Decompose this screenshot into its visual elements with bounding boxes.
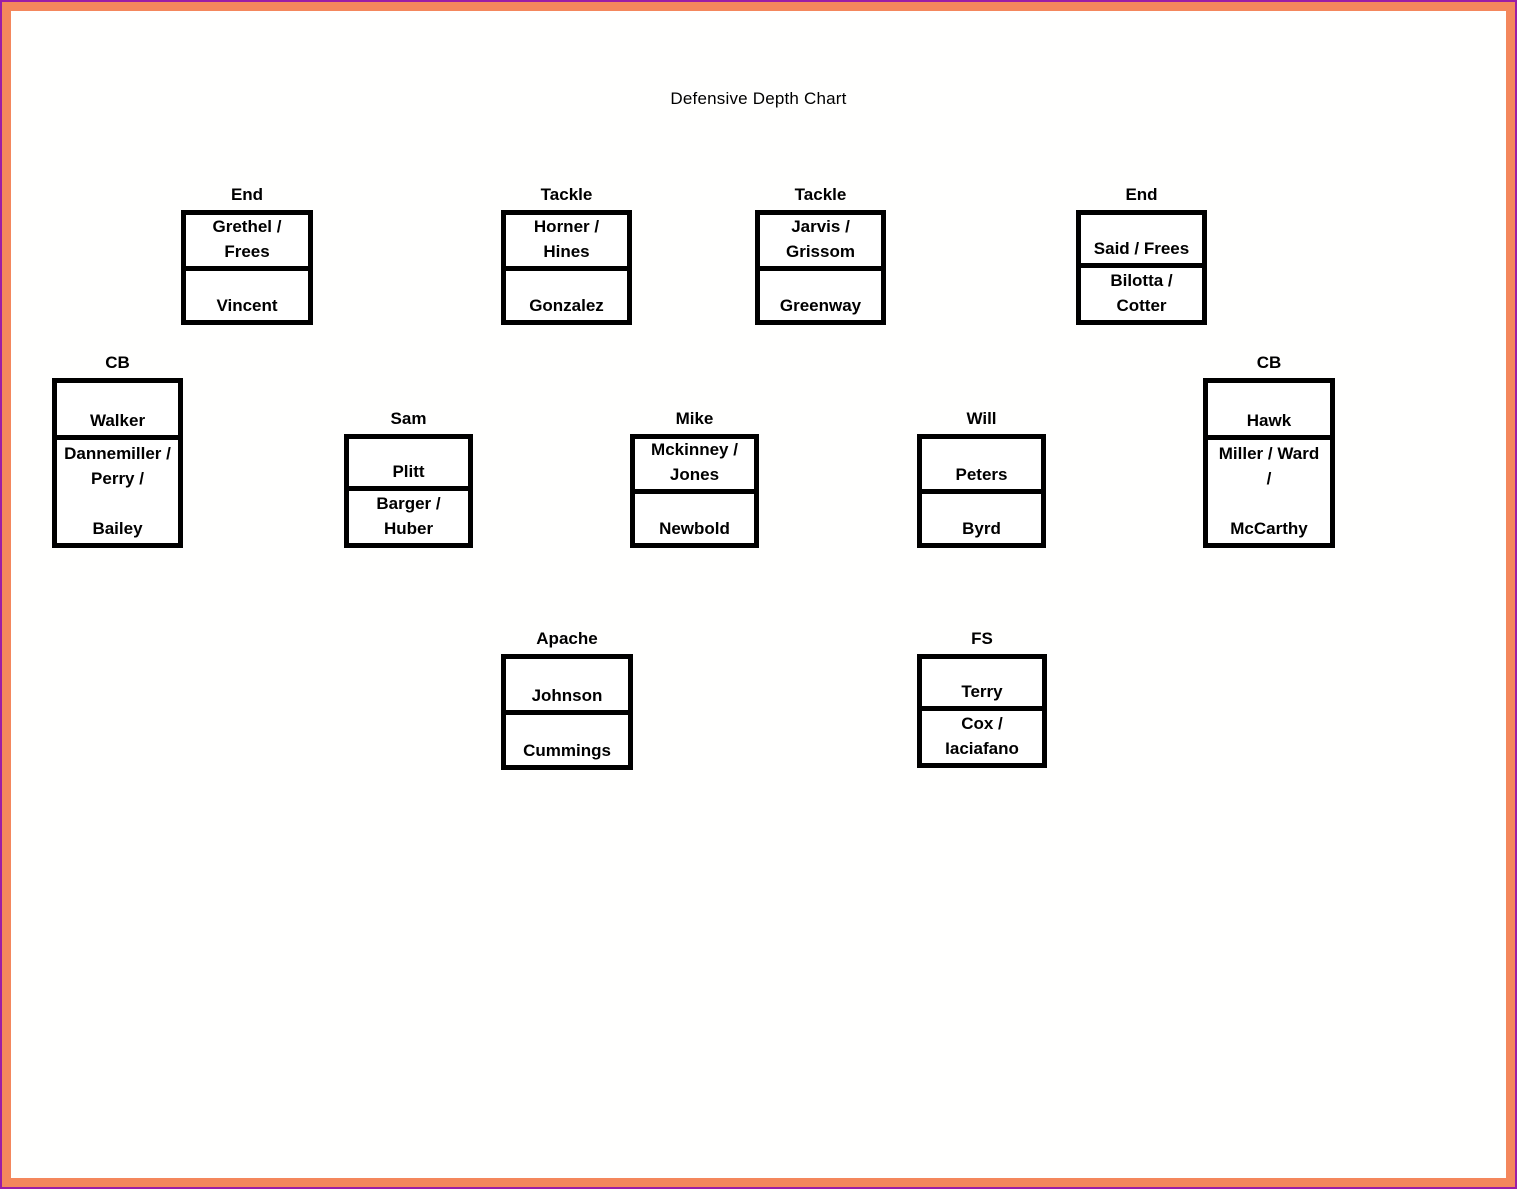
starter-cell: Johnson	[506, 659, 628, 715]
player-name-line: Bilotta /	[1110, 271, 1173, 290]
player-name-line: Terry	[961, 682, 1003, 701]
player-name-line: Barger /	[376, 494, 441, 513]
position-label: Tackle	[794, 185, 847, 204]
player-name-line	[115, 491, 120, 516]
player-name-line: Frees	[224, 242, 270, 261]
position-label: End	[1125, 185, 1158, 204]
position-label: FS	[971, 629, 993, 648]
player-name-line: Peters	[955, 465, 1008, 484]
player-name-line: Said / Frees	[1093, 239, 1190, 258]
player-name-line: Cotter	[1116, 296, 1167, 315]
player-name-line: Cummings	[523, 741, 611, 760]
player-name-line: Mckinney /	[651, 440, 738, 459]
backup-cell: Greenway	[760, 271, 881, 320]
player-name-line: Bailey	[92, 519, 143, 538]
player-name-line	[1267, 491, 1272, 516]
position-label: Tackle	[540, 185, 593, 204]
player-name-line: Hawk	[1246, 411, 1292, 430]
backup-cell: Bilotta / Cotter	[1081, 268, 1202, 320]
backup-cell: Newbold	[635, 494, 754, 543]
player-name-line: Byrd	[962, 519, 1001, 538]
player-name-line: Dannemiller /	[64, 444, 171, 463]
player-name-line: Jones	[669, 465, 720, 484]
starter-cell: Horner / Hines	[506, 215, 627, 271]
position-label: End	[230, 185, 264, 204]
player-name-line: Horner /	[533, 217, 600, 236]
chart-title: Defensive Depth Chart	[670, 89, 847, 108]
player-name-line: Newbold	[659, 519, 730, 538]
player-name-line: Hines	[543, 242, 590, 261]
backup-cell: Byrd	[922, 494, 1041, 543]
backup-cell: Cummings	[506, 715, 628, 765]
position-label: Will	[966, 409, 997, 428]
starter-cell: Peters	[922, 439, 1041, 494]
backup-cell: Cox / Iaciafano	[922, 711, 1042, 763]
player-name-line: Greenway	[779, 296, 862, 315]
player-name-line: Huber	[383, 519, 434, 538]
player-name-line: McCarthy	[1230, 519, 1308, 538]
player-name-line: Miller / Ward	[1218, 444, 1320, 463]
player-name-line: Cox /	[961, 714, 1003, 733]
player-name-line: Jarvis /	[791, 217, 850, 236]
starter-cell: Terry	[922, 659, 1042, 711]
starter-cell: Plitt	[349, 439, 468, 491]
backup-cell: Miller / Ward / McCarthy	[1208, 440, 1330, 543]
starter-cell: Jarvis / Grissom	[760, 215, 881, 271]
position-label: Apache	[536, 629, 598, 648]
position-label: CB	[105, 353, 130, 372]
player-name-line: Iaciafano	[945, 739, 1019, 758]
player-name-line: Johnson	[531, 686, 603, 705]
player-name-line: Vincent	[216, 296, 278, 315]
backup-cell: Gonzalez	[506, 271, 627, 320]
player-name-line: Grissom	[786, 242, 855, 261]
starter-cell: Walker	[57, 383, 178, 440]
starter-cell: Mckinney / Jones	[635, 439, 754, 494]
position-label: Sam	[390, 409, 427, 428]
backup-cell: Dannemiller / Perry / Bailey	[57, 440, 178, 543]
backup-cell: Barger / Huber	[349, 491, 468, 543]
position-label: CB	[1256, 353, 1282, 372]
player-name-line: Plitt	[392, 462, 425, 481]
player-name-line: Gonzalez	[529, 296, 604, 315]
position-label: Mike	[675, 409, 714, 428]
backup-cell: Vincent	[186, 271, 308, 320]
player-name-line: Walker	[89, 411, 146, 430]
player-name-line: /	[1266, 469, 1272, 488]
player-name-line: Grethel /	[212, 217, 282, 236]
starter-cell: Said / Frees	[1081, 215, 1202, 268]
starter-cell: Hawk	[1208, 383, 1330, 440]
player-name-line: Perry /	[91, 469, 144, 488]
starter-cell: Grethel / Frees	[186, 215, 308, 271]
